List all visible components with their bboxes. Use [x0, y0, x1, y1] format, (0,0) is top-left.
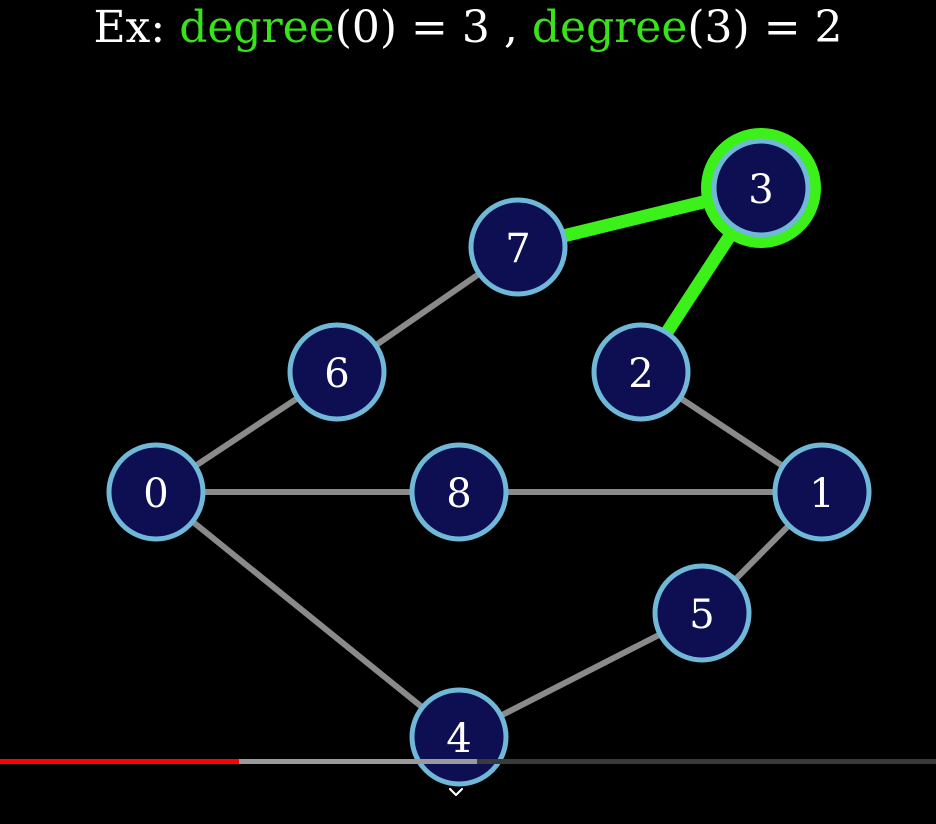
- degree-example-title: Ex:degree(0) = 3 , degree(3) = 2: [0, 2, 936, 53]
- node-6-label: 6: [324, 351, 349, 397]
- node-2-label: 2: [628, 351, 653, 397]
- title-separator: ,: [503, 2, 518, 53]
- title-expr1-equals: = 3: [411, 2, 490, 53]
- node-1: 1: [772, 442, 872, 542]
- node-8-circle: [409, 442, 509, 542]
- node-2-circle: [591, 322, 691, 422]
- node-1-label: 1: [809, 471, 834, 517]
- edge-0-4: [153, 489, 462, 740]
- node-3-circle: [711, 138, 811, 238]
- node-6: 6: [287, 322, 387, 422]
- video-progress-bar[interactable]: [0, 759, 936, 764]
- node-4-label: 4: [446, 716, 471, 762]
- chevron-down-icon[interactable]: [446, 784, 466, 800]
- title-expr2-equals: = 2: [763, 2, 843, 53]
- node-0: 0: [106, 442, 206, 542]
- title-expr1-function: degree: [179, 2, 335, 53]
- node-0-circle: [106, 442, 206, 542]
- node-7: 7: [468, 197, 568, 297]
- node-8: 8: [409, 442, 509, 542]
- node-3-highlight-ring: [701, 128, 821, 248]
- node-5: 5: [652, 563, 752, 663]
- node-0-label: 0: [143, 471, 168, 517]
- node-1-circle: [772, 442, 872, 542]
- node-4: 4: [409, 687, 509, 787]
- node-7-label: 7: [505, 226, 530, 272]
- nodes-layer: 0 1 2 3 4 5 6 7 8: [106, 128, 872, 787]
- title-prefix: Ex:: [93, 2, 166, 53]
- node-3-label: 3: [748, 167, 773, 213]
- title-expr2-argument: (3): [687, 2, 750, 53]
- node-5-label: 5: [689, 592, 714, 638]
- video-progress-played: [0, 759, 239, 764]
- title-expr1-argument: (0): [334, 2, 398, 53]
- node-8-label: 8: [446, 471, 471, 517]
- node-2: 2: [591, 322, 691, 422]
- node-5-circle: [652, 563, 752, 663]
- node-6-circle: [287, 322, 387, 422]
- node-7-circle: [468, 197, 568, 297]
- node-3: 3: [701, 128, 821, 248]
- title-expr2-function: degree: [531, 2, 688, 53]
